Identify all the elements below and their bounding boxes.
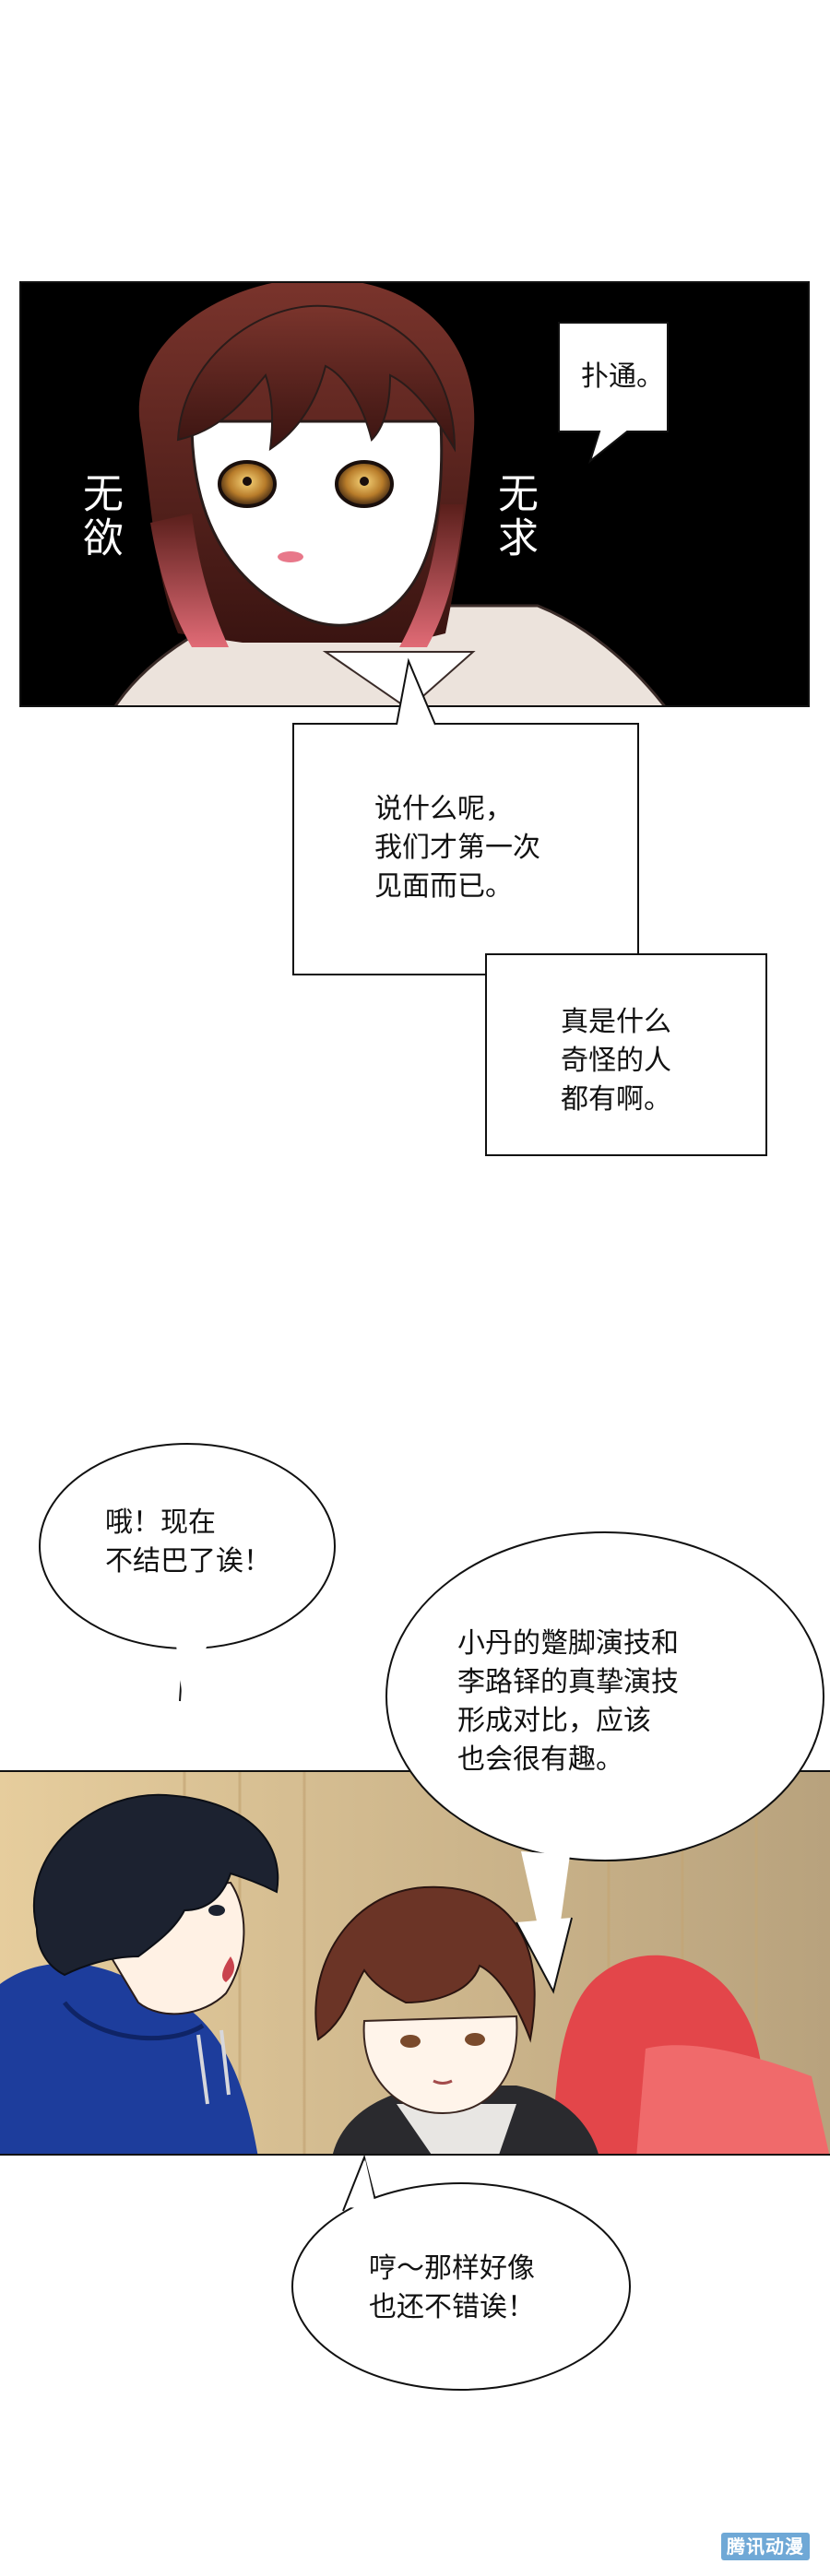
panel-two-boys	[0, 1770, 830, 2156]
left-vertical-text: 无欲	[76, 472, 123, 561]
thought-text: 扑通。	[581, 360, 664, 393]
narration-box2: 真是什么 奇怪的人 都有啊。	[561, 1006, 671, 1116]
watermark-logo: 腾讯动漫	[721, 2533, 810, 2560]
panel-girl-closeup: 无欲 无求	[19, 281, 810, 707]
speech-bubble3: 哼～那样好像 也还不错诶！	[369, 2252, 535, 2323]
right-vertical-text: 无求	[491, 472, 538, 561]
boys-illustration	[0, 1772, 830, 2154]
speech-bubble1: 哦！现在 不结巴了诶！	[105, 1507, 271, 1578]
speech-bubble2: 小丹的蹩脚演技和 李路铎的真挚演技 形成对比，应该 也会很有趣。	[457, 1627, 679, 1776]
narration-box1: 说什么呢， 我们才第一次 见面而已。	[374, 793, 540, 903]
girl-illustration	[113, 283, 666, 705]
